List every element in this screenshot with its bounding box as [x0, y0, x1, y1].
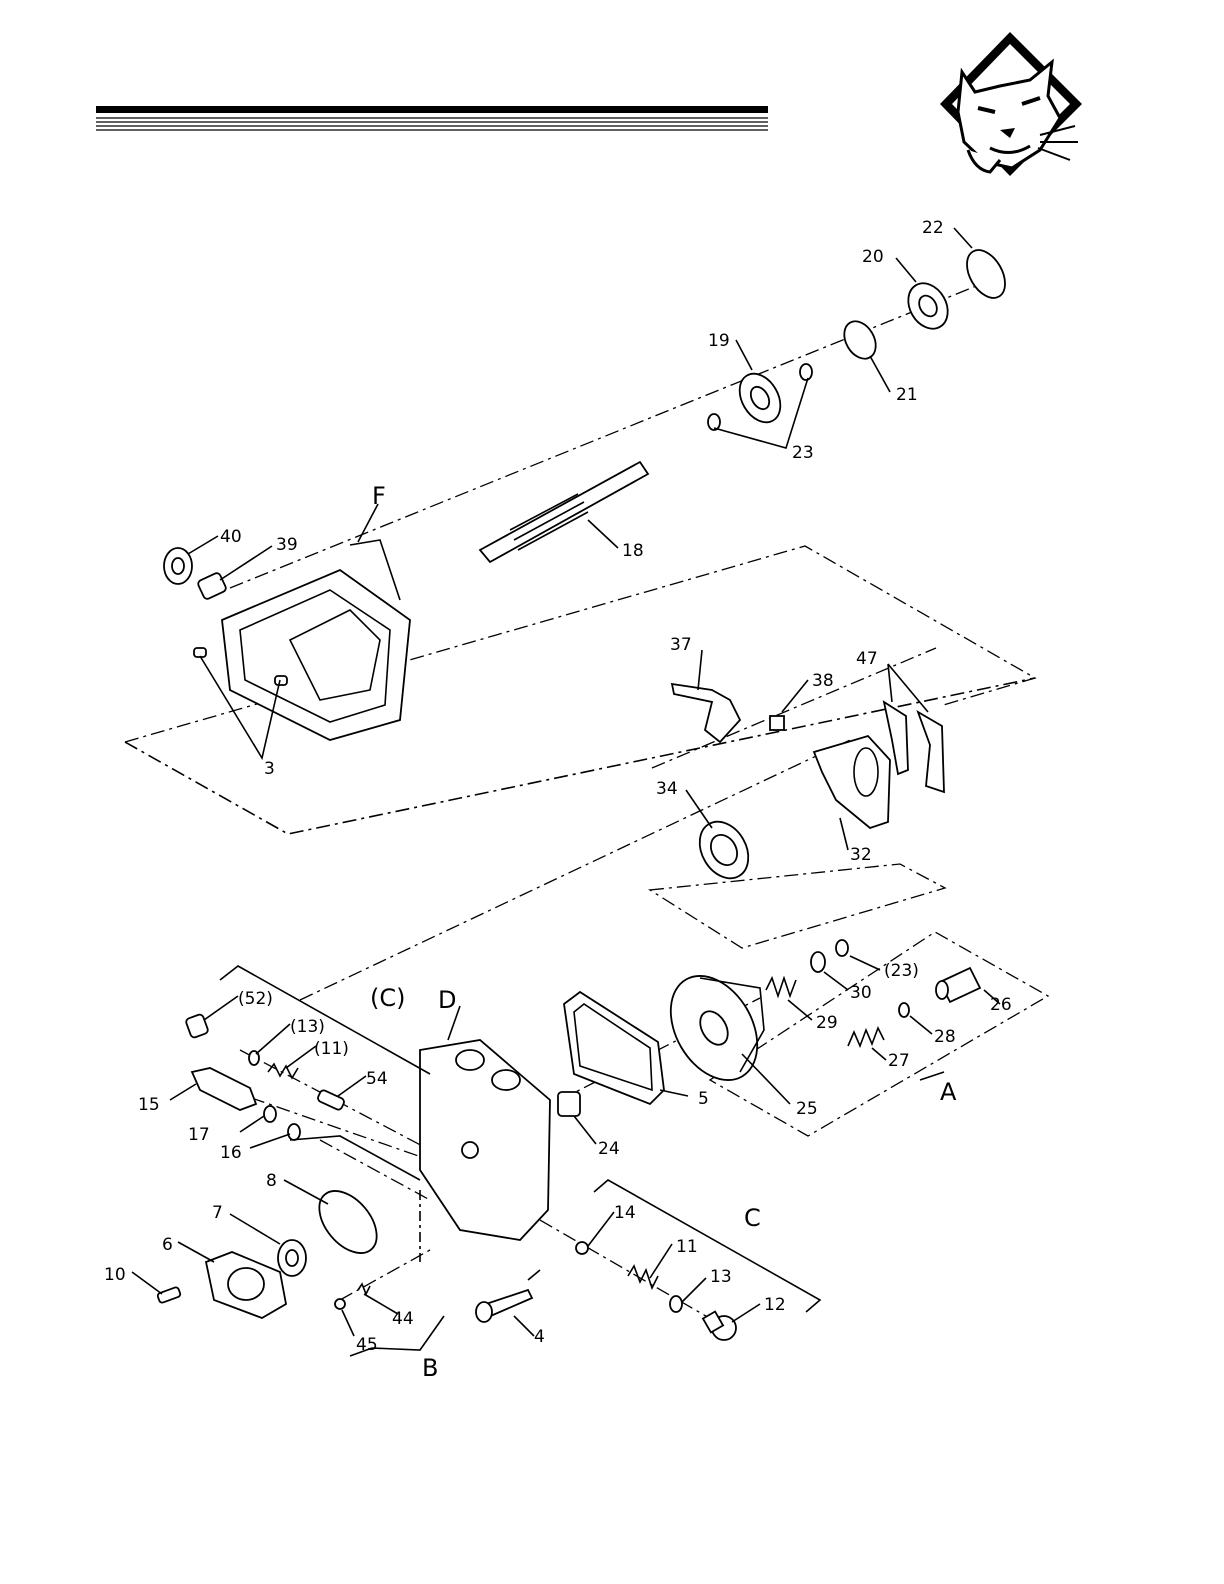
header-rule	[96, 106, 768, 130]
label-part-15: 15	[138, 1095, 160, 1115]
label-part-3: 3	[264, 759, 275, 779]
label-part-10: 10	[104, 1265, 126, 1285]
label-part-27: 27	[888, 1051, 910, 1071]
part-39-bushing	[197, 572, 227, 600]
part-38-block	[770, 716, 784, 730]
part-11b-spring	[268, 1064, 298, 1078]
part-13-oring	[670, 1296, 682, 1312]
label-part-39: 39	[276, 535, 298, 555]
part-37-trunnion	[672, 684, 740, 742]
part-4-bolt	[476, 1290, 532, 1322]
label-part-26: 26	[990, 995, 1012, 1015]
label-part-14: 14	[614, 1203, 636, 1223]
part-12-plug	[703, 1312, 736, 1340]
part-26-piston	[936, 968, 980, 1002]
part-24-bushing	[558, 1092, 580, 1116]
label-part-45: 45	[356, 1335, 378, 1355]
part-16-oring	[288, 1124, 300, 1140]
part-21-washer	[838, 316, 882, 365]
label-group-B: B	[422, 1354, 438, 1382]
part-D-center-section	[420, 1040, 550, 1240]
part-22-snap-ring	[959, 243, 1013, 304]
label-part-8: 8	[266, 1171, 277, 1191]
label-center-section-D: D	[438, 986, 456, 1014]
wildcat-mascot-icon	[940, 32, 1082, 176]
part-44-spring	[358, 1284, 370, 1294]
label-part-22: 22	[922, 218, 944, 238]
label-part-38: 38	[812, 671, 834, 691]
label-part-21: 21	[896, 385, 918, 405]
label-part-16: 16	[220, 1143, 242, 1163]
label-part-4: 4	[534, 1327, 545, 1347]
label-part-13-ref: (13)	[290, 1017, 325, 1037]
part-47-inserts	[884, 702, 944, 792]
part-8-oring	[308, 1180, 388, 1263]
label-part-12: 12	[764, 1295, 786, 1315]
label-part-37: 37	[670, 635, 692, 655]
label-part-52-ref: (52)	[238, 989, 273, 1009]
label-part-11: 11	[676, 1237, 698, 1257]
part-5-gasket	[564, 992, 664, 1104]
label-part-34: 34	[656, 779, 678, 799]
part-19-bearing	[731, 366, 788, 429]
label-housing-F: F	[372, 482, 386, 510]
part-25-cylinder-block	[653, 961, 775, 1096]
label-group-C-ref: (C)	[370, 984, 405, 1012]
part-10-screw	[157, 1287, 181, 1304]
label-part-6: 6	[162, 1235, 173, 1255]
part-14-ball	[576, 1242, 588, 1254]
label-part-30: 30	[850, 983, 872, 1003]
part-15-bypass-valve	[192, 1068, 256, 1110]
part-17-oring	[264, 1106, 276, 1122]
label-part-11-ref: (11)	[314, 1039, 349, 1059]
part-34-bearing	[690, 813, 758, 887]
label-part-7: 7	[212, 1203, 223, 1223]
part-52-plug	[185, 1014, 209, 1039]
part-30-ring	[811, 952, 825, 972]
label-part-20: 20	[862, 247, 884, 267]
part-32-swashplate	[814, 736, 890, 828]
label-part-25: 25	[796, 1099, 818, 1119]
label-part-47: 47	[856, 649, 878, 669]
label-group-A: A	[940, 1078, 957, 1106]
label-group-C: C	[744, 1204, 761, 1232]
part-F-housing	[222, 540, 410, 740]
part-29-spring	[766, 978, 796, 996]
label-part-29: 29	[816, 1013, 838, 1033]
label-part-32: 32	[850, 845, 872, 865]
part-7-gerotor	[278, 1240, 306, 1276]
label-part-28: 28	[934, 1027, 956, 1047]
part-28-ring	[899, 1003, 909, 1017]
label-part-13: 13	[710, 1267, 732, 1287]
label-part-23: 23	[792, 443, 814, 463]
label-part-44: 44	[392, 1309, 414, 1329]
label-part-18: 18	[622, 541, 644, 561]
label-part-19: 19	[708, 331, 730, 351]
part-11-spring	[628, 1266, 658, 1288]
label-part-54: 54	[366, 1069, 388, 1089]
part-45-ball	[335, 1299, 345, 1309]
label-part-24: 24	[598, 1139, 620, 1159]
label-part-40: 40	[220, 527, 242, 547]
part-54-check-valve	[317, 1089, 346, 1111]
label-part-17: 17	[188, 1125, 210, 1145]
label-part-23-ref: (23)	[884, 961, 919, 981]
label-part-5: 5	[698, 1089, 709, 1109]
part-23b-oring	[836, 940, 848, 956]
part-27-spring	[848, 1028, 884, 1046]
part-6-cover	[206, 1252, 286, 1318]
part-20-bearing	[900, 276, 955, 336]
